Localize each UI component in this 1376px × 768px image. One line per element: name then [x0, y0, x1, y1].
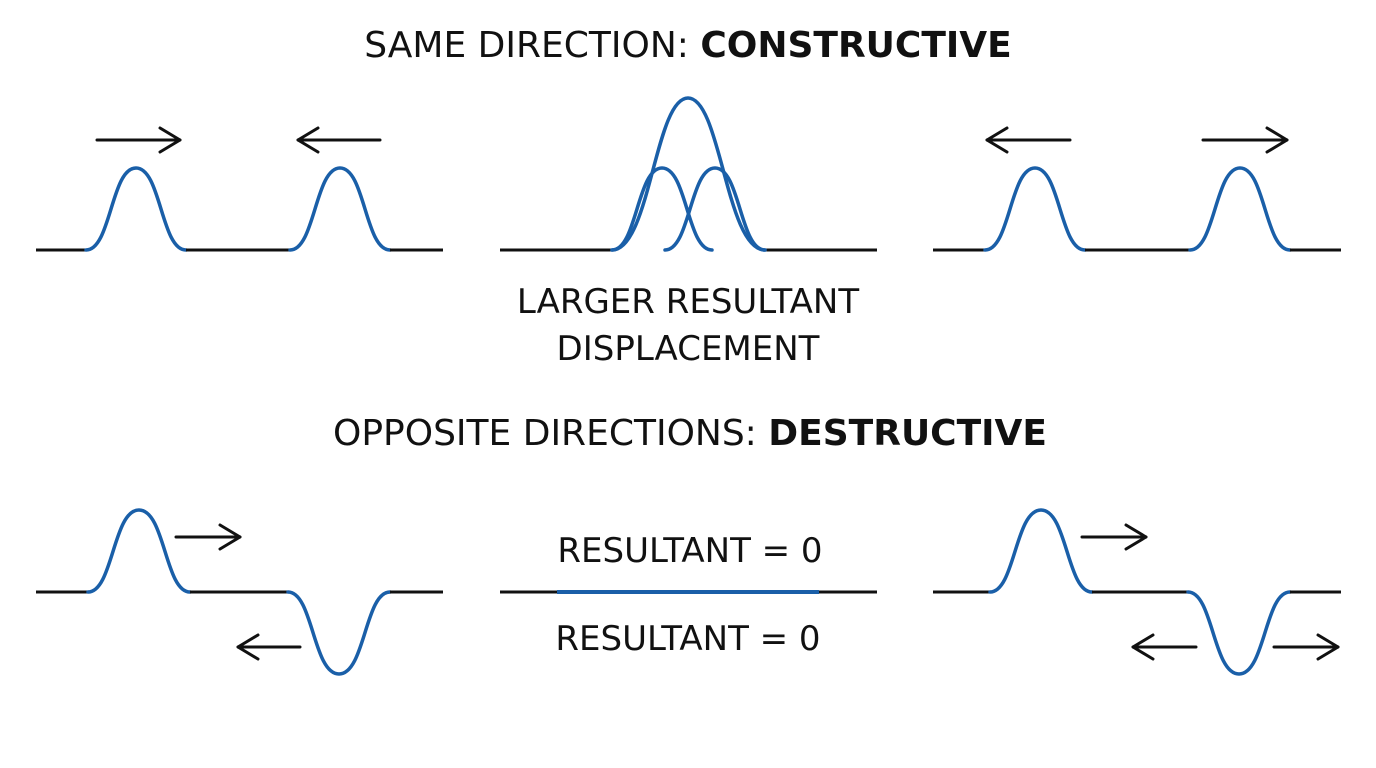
crest-pulse-after [988, 508, 1094, 594]
arrow-right-icon [1080, 523, 1148, 551]
pulse-right-after [1188, 166, 1292, 252]
arrow-left-icon [236, 633, 302, 661]
destructive-heading-plain: OPPOSITE DIRECTIONS: [333, 413, 768, 454]
constructive-heading-bold: CONSTRUCTIVE [700, 25, 1011, 66]
pulse-overlap-right [663, 166, 767, 252]
arrow-left-icon [985, 126, 1072, 154]
arrow-right-icon [1272, 633, 1340, 661]
pulse-left-after [983, 166, 1087, 252]
destructive-overlap-panel: RESULTANT = 0 RESULTANT = 0 [500, 531, 877, 659]
constructive-caption-line1: LARGER RESULTANT [517, 282, 860, 322]
resultant-pulse [610, 96, 767, 252]
crest-pulse [86, 508, 192, 594]
trough-pulse-after [1186, 590, 1292, 676]
destructive-heading: OPPOSITE DIRECTIONS: DESTRUCTIVE [333, 413, 1047, 454]
arrow-right-icon [174, 523, 242, 551]
constructive-heading-plain: SAME DIRECTION: [364, 25, 700, 66]
arrow-left-icon [296, 126, 382, 154]
constructive-after-panel [933, 126, 1341, 252]
trough-pulse [286, 590, 392, 676]
arrow-right-icon [1201, 126, 1289, 154]
destructive-after-panel [933, 508, 1341, 676]
pulse-left [84, 166, 188, 252]
destructive-heading-bold: DESTRUCTIVE [768, 413, 1047, 454]
pulse-right [288, 166, 392, 252]
constructive-before-panel [36, 126, 443, 252]
pulse-overlap-left [610, 166, 714, 252]
resultant-label-bottom: RESULTANT = 0 [555, 619, 820, 659]
destructive-before-panel [36, 508, 443, 676]
arrow-left-icon [1131, 633, 1198, 661]
constructive-overlap-panel [500, 96, 877, 252]
constructive-caption-line2: DISPLACEMENT [557, 329, 820, 369]
arrow-right-icon [95, 126, 182, 154]
resultant-label-top: RESULTANT = 0 [557, 531, 822, 571]
constructive-heading: SAME DIRECTION: CONSTRUCTIVE [364, 25, 1012, 66]
